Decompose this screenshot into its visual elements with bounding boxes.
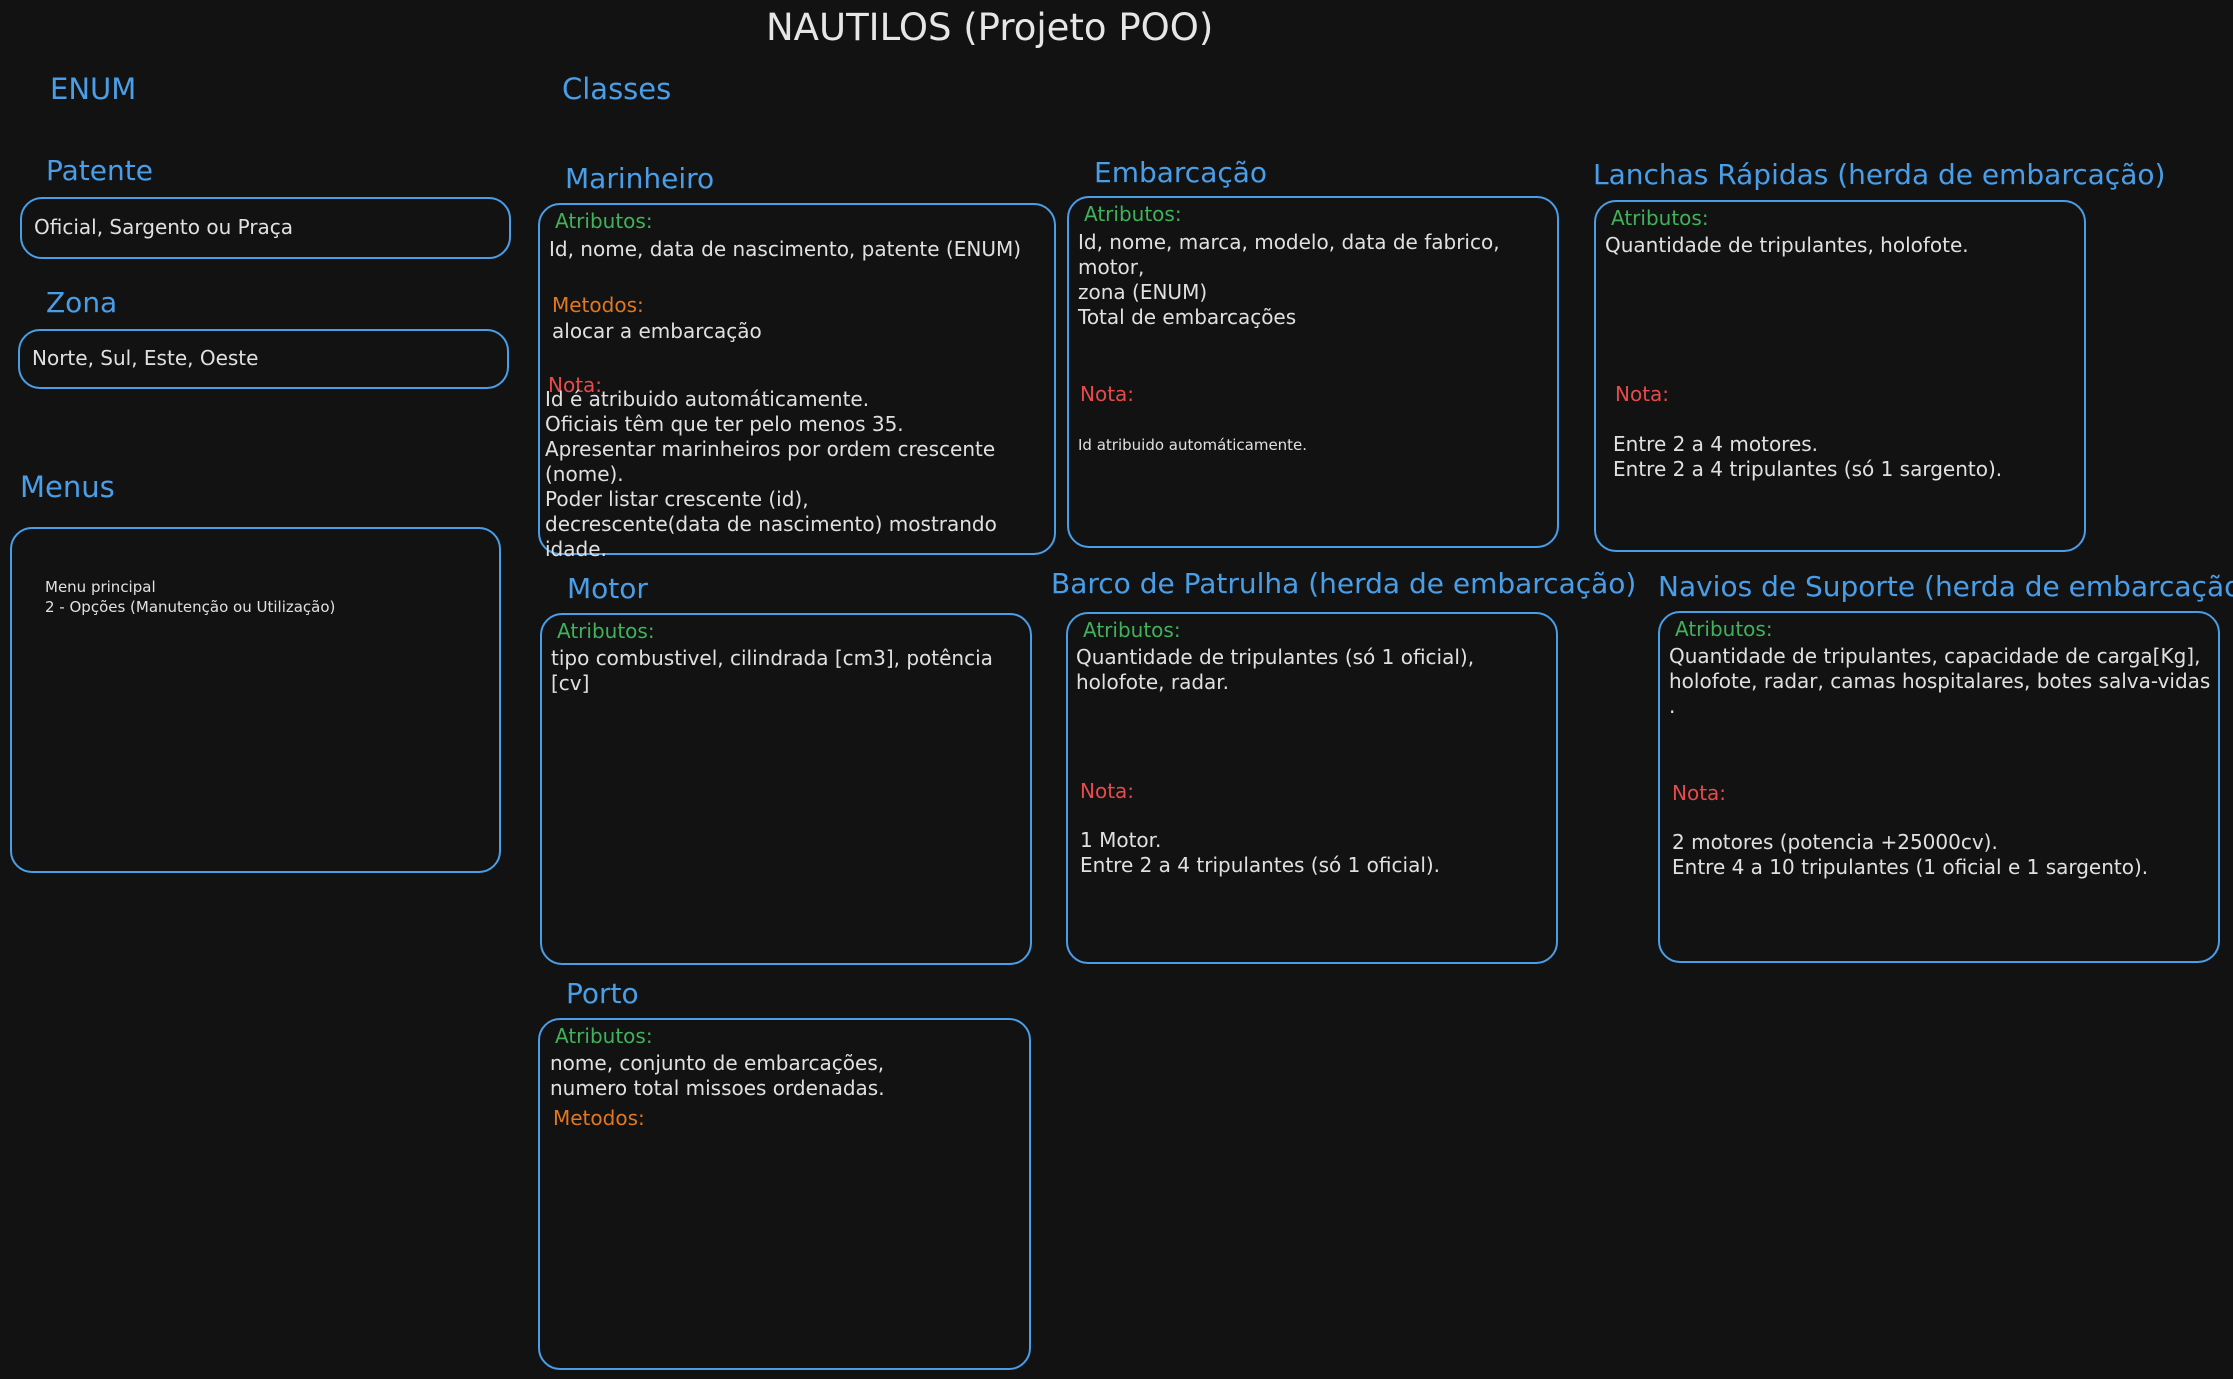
embarcacao-note: Id atribuido automáticamente. bbox=[1078, 436, 1308, 454]
class-navios-box: Atributos: Quantidade de tripulantes, ca… bbox=[1658, 611, 2220, 963]
lanchas-attributes-label: Atributos: bbox=[1611, 206, 1709, 230]
enum-zona-values: Norte, Sul, Este, Oeste bbox=[32, 346, 259, 370]
class-barco-title: Barco de Patrulha (herda de embarcação) bbox=[1051, 567, 1637, 600]
class-marinheiro-title: Marinheiro bbox=[565, 162, 715, 195]
class-porto-box: Atributos: nome, conjunto de embarcações… bbox=[538, 1018, 1031, 1370]
section-enum-heading: ENUM bbox=[50, 72, 137, 106]
lanchas-attributes: Quantidade de tripulantes, holofote. bbox=[1605, 233, 1969, 257]
barco-attributes-label: Atributos: bbox=[1083, 618, 1181, 642]
marinheiro-methods-label: Metodos: bbox=[552, 293, 644, 317]
enum-zona-title: Zona bbox=[46, 286, 118, 319]
marinheiro-attributes: Id, nome, data de nascimento, patente (E… bbox=[549, 237, 1022, 261]
class-barco-box: Atributos: Quantidade de tripulantes (só… bbox=[1066, 612, 1558, 964]
marinheiro-note-label: Nota: bbox=[548, 373, 603, 397]
barco-attributes: Quantidade de tripulantes (só 1 oficial)… bbox=[1076, 645, 1475, 694]
porto-attributes: nome, conjunto de embarcações, numero to… bbox=[550, 1051, 885, 1100]
navios-note: 2 motores (potencia +25000cv). Entre 4 a… bbox=[1672, 830, 2149, 879]
marinheiro-attributes-label: Atributos: bbox=[555, 209, 653, 233]
class-embarcacao-title: Embarcação bbox=[1094, 156, 1268, 189]
class-lanchas-box: Atributos: Quantidade de tripulantes, ho… bbox=[1594, 200, 2086, 552]
menu-line-1: Menu principal bbox=[45, 578, 156, 596]
porto-methods-label: Metodos: bbox=[553, 1106, 645, 1130]
enum-patente-values: Oficial, Sargento ou Praça bbox=[34, 215, 294, 239]
embarcacao-attributes: Id, nome, marca, modelo, data de fabrico… bbox=[1078, 230, 1500, 329]
class-lanchas-title: Lanchas Rápidas (herda de embarcação) bbox=[1593, 158, 2166, 191]
embarcacao-attributes-label: Atributos: bbox=[1084, 202, 1182, 226]
barco-note-label: Nota: bbox=[1080, 779, 1135, 803]
marinheiro-methods: alocar a embarcação bbox=[552, 319, 762, 343]
class-motor-box: Atributos: tipo combustivel, cilindrada … bbox=[540, 613, 1032, 965]
navios-attributes: Quantidade de tripulantes, capacidade de… bbox=[1669, 644, 2211, 718]
embarcacao-note-label: Nota: bbox=[1080, 382, 1135, 406]
class-motor-title: Motor bbox=[567, 572, 648, 605]
marinheiro-note: Id é atribuido automáticamente. Oficiais… bbox=[545, 387, 997, 561]
porto-attributes-label: Atributos: bbox=[555, 1024, 653, 1048]
motor-attributes-label: Atributos: bbox=[557, 619, 655, 643]
enum-zona-box: Norte, Sul, Este, Oeste bbox=[18, 329, 509, 389]
enum-patente-box: Oficial, Sargento ou Praça bbox=[20, 197, 511, 259]
motor-attributes: tipo combustivel, cilindrada [cm3], potê… bbox=[551, 646, 993, 695]
class-embarcacao-box: Atributos: Id, nome, marca, modelo, data… bbox=[1067, 196, 1559, 548]
menu-line-2: 2 - Opções (Manutenção ou Utilização) bbox=[45, 598, 336, 616]
section-menus-heading: Menus bbox=[20, 470, 115, 504]
lanchas-note: Entre 2 a 4 motores. Entre 2 a 4 tripula… bbox=[1613, 432, 2003, 481]
section-classes-heading: Classes bbox=[562, 72, 672, 106]
page-title: NAUTILOS (Projeto POO) bbox=[766, 6, 1214, 49]
class-navios-title: Navios de Suporte (herda de embarcação) bbox=[1658, 570, 2233, 603]
class-marinheiro-box: Atributos: Id, nome, data de nascimento,… bbox=[538, 203, 1056, 561]
enum-patente-title: Patente bbox=[46, 154, 153, 187]
menus-box: Menu principal 2 - Opções (Manutenção ou… bbox=[10, 527, 501, 873]
lanchas-note-label: Nota: bbox=[1615, 382, 1670, 406]
navios-note-label: Nota: bbox=[1672, 781, 1727, 805]
class-porto-title: Porto bbox=[566, 977, 639, 1010]
barco-note: 1 Motor. Entre 2 a 4 tripulantes (só 1 o… bbox=[1080, 828, 1441, 877]
navios-attributes-label: Atributos: bbox=[1675, 617, 1773, 641]
